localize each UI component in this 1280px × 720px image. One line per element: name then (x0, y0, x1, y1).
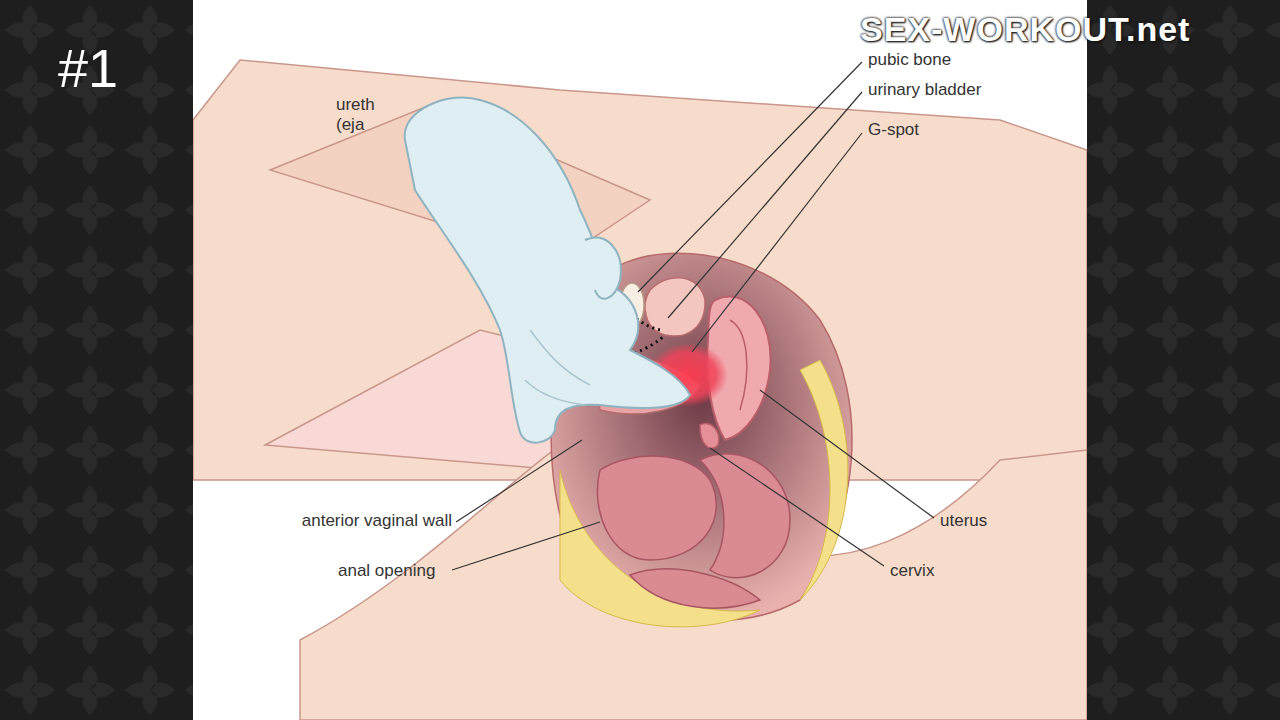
callout-number: #1 (58, 38, 118, 98)
part-label: anterior vaginal wall (302, 511, 452, 531)
part-label: urinary bladder (868, 80, 981, 100)
part-label: pubic bone (868, 50, 951, 70)
cervix-shape (700, 424, 719, 448)
bowel (597, 454, 790, 608)
skin-lower (300, 429, 1087, 720)
part-label: (eja (336, 115, 364, 135)
part-label: uterus (940, 511, 987, 531)
part-label: ureth (336, 95, 375, 115)
part-label: G-spot (868, 120, 919, 140)
gloved-hand (405, 97, 690, 442)
leader-lines (452, 62, 934, 570)
watermark: SEX-WORKOUT.net (860, 10, 1190, 48)
white-panel (193, 0, 1087, 720)
part-label: cervix (890, 561, 934, 581)
fat-layer (800, 360, 848, 600)
part-label: anal opening (338, 561, 435, 581)
